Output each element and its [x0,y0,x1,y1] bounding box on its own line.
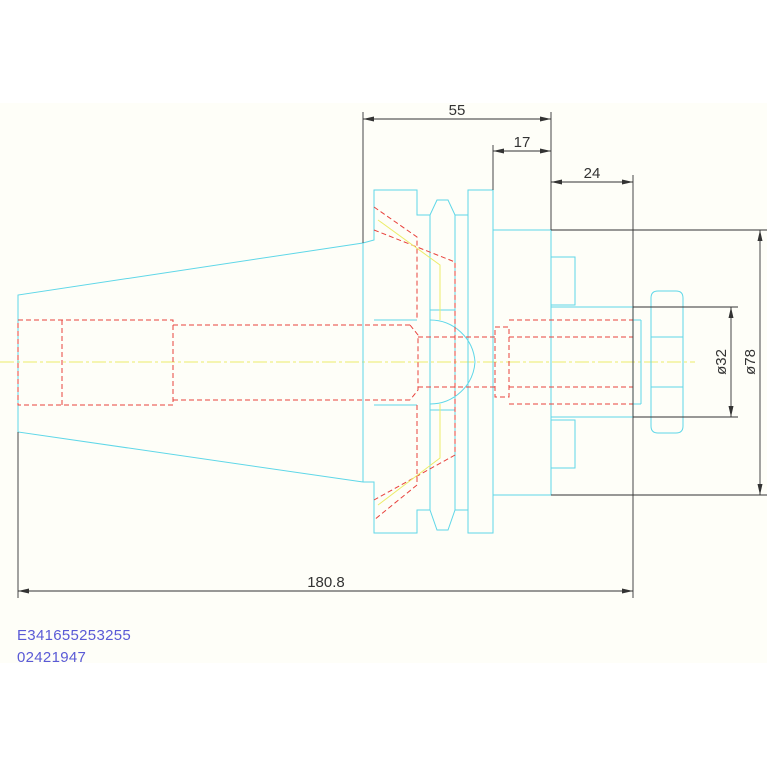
dimension-24: 24 [551,165,634,598]
dimension-d78-label: ø78 [742,349,759,375]
dimension-180-8: 180.8 [17,432,633,598]
dimension-24-label: 24 [584,165,601,182]
dimension-180-8-label: 180.8 [307,574,345,591]
dimension-55-label: 55 [449,102,466,119]
dimension-d32: ø32 [633,306,738,418]
dimension-17-label: 17 [514,134,531,151]
dimension-d32-label: ø32 [713,349,730,375]
nose-body [492,229,642,496]
inner-profile [377,219,441,506]
dimension-d78: ø78 [551,229,767,496]
part-code-line-1: E341655253255 [17,627,132,644]
part-code-line-2: 02421947 [17,649,87,666]
dimension-17: 17 [492,134,551,190]
drawing-area [0,103,767,663]
dimension-55: 55 [362,102,552,243]
